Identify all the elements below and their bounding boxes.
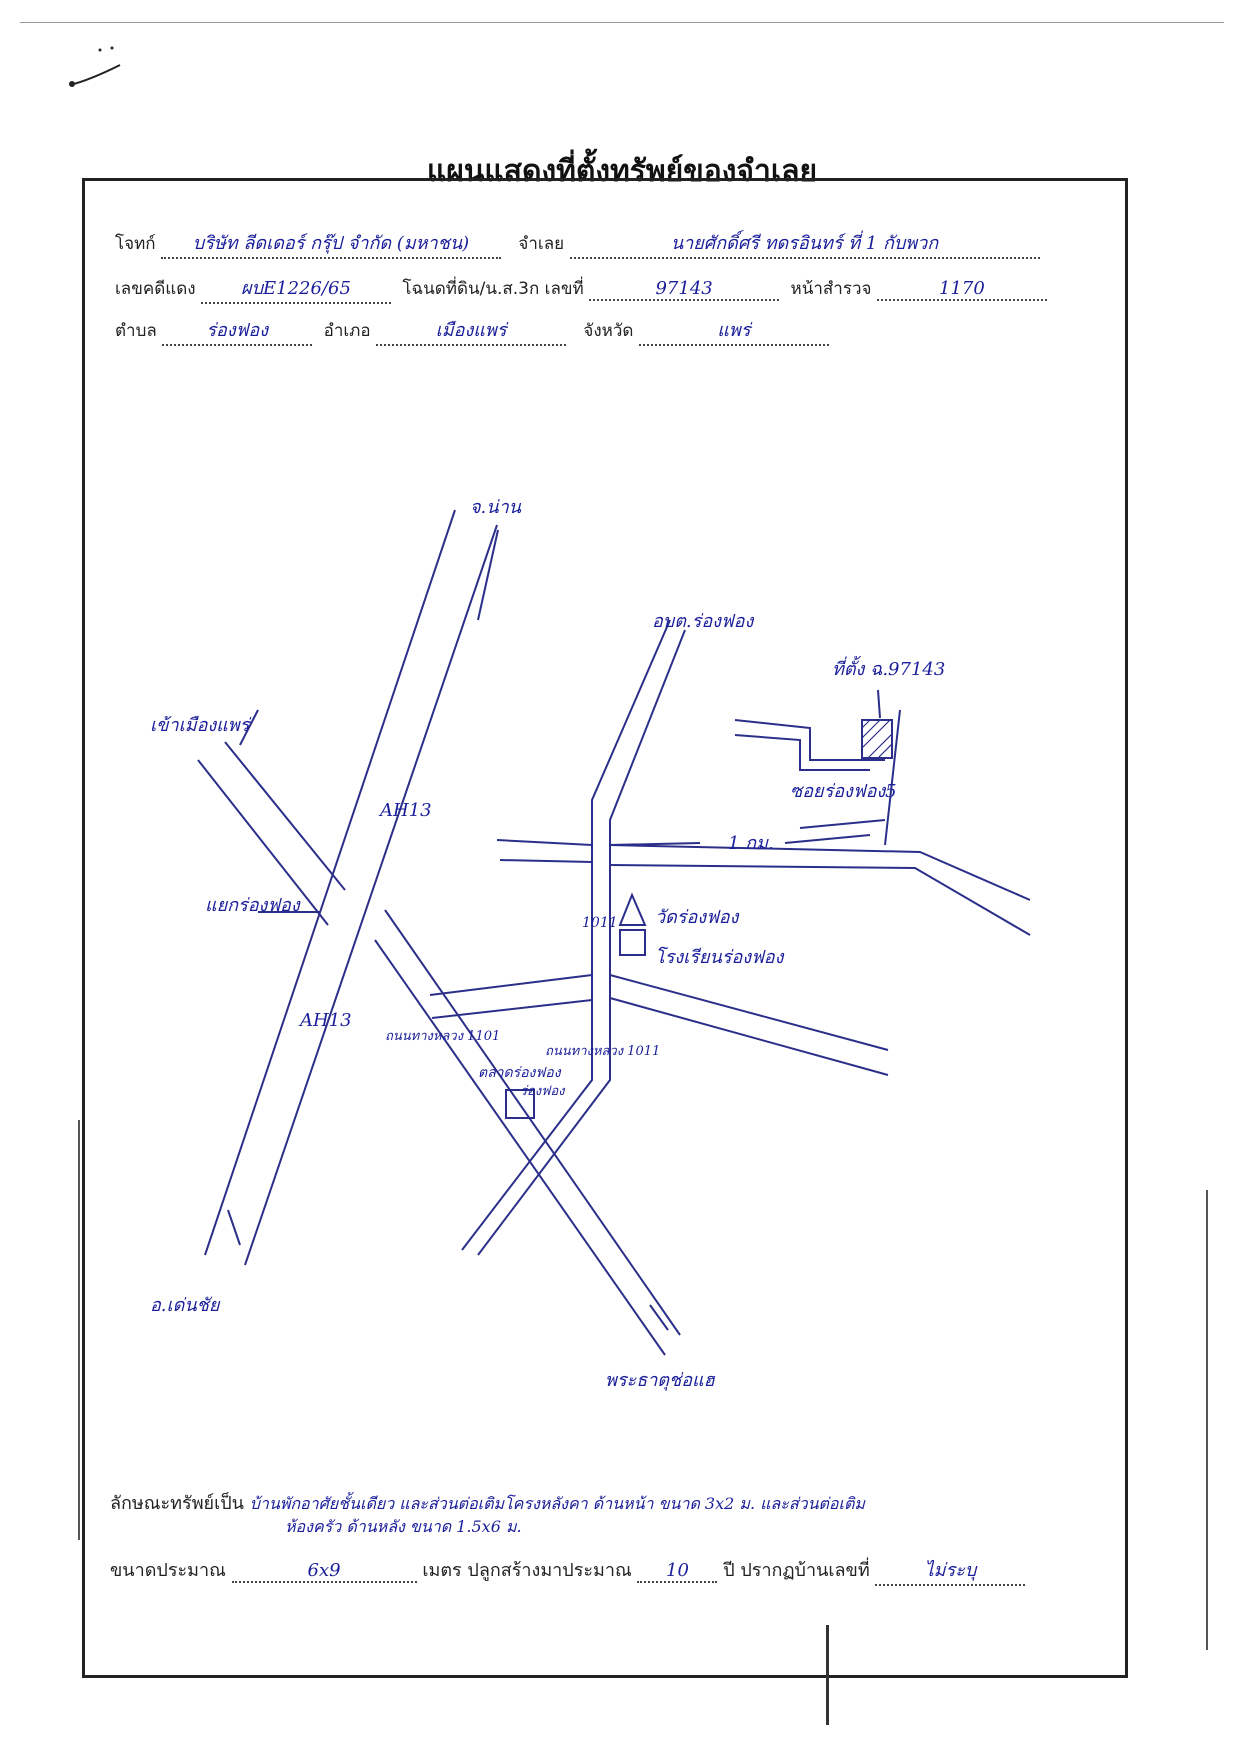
label-den-chai: อ.เด่นชัย (150, 1295, 220, 1316)
label-school: โรงเรียนร่องฟอง (655, 947, 784, 968)
case-number-label: เลขคดีแดง (115, 279, 196, 299)
map-frame (82, 178, 1128, 1678)
school-road-edge-d (609, 997, 889, 1076)
survey-value: 1170 (876, 278, 1047, 301)
ew-road-edge-a (496, 839, 593, 846)
label-market-sub: ร่องฟอง (520, 1084, 565, 1099)
district-value: เมืองแพร่ (376, 315, 566, 346)
subdistrict-value: ร่องฟอง (162, 315, 313, 346)
muang-road-edge-b (224, 741, 346, 891)
property-type-value: บ้านพักอาศัยชั้นเดียว และส่วนต่อเติมโครง… (249, 1494, 865, 1513)
header-row-1: โจทก์ บริษัท ลีดเดอร์ กรุ๊ป จำกัด (มหาชน… (115, 228, 1040, 259)
property-type-label: ลักษณะทรัพย์เป็น (110, 1493, 244, 1514)
label-soi: ซอยร่องฟอง5 (790, 781, 897, 802)
label-ah13-bottom: AH13 (300, 1010, 352, 1031)
ew-road-edge-b (499, 859, 593, 863)
road-1101-edge-b (384, 909, 681, 1336)
label-junction: แยกร่องฟอง (205, 895, 300, 916)
label-road-1101: ถนนทางหลวง 1101 (385, 1029, 501, 1044)
footer-row-1b: ห้องครัว ด้านหลัง ขนาด 1.5x6 ม. (285, 1515, 522, 1540)
distance-arrow-icon (609, 842, 701, 846)
south-arrow-icon (227, 1209, 241, 1246)
district-label: อำเภอ (323, 321, 371, 341)
header-row-2: เลขคดีแดง ผบE1226/65 โฉนดที่ดิน/น.ส.3ก เ… (115, 273, 1047, 304)
ah13-road-edge-left (204, 509, 456, 1256)
soi-edge-a (884, 709, 901, 846)
label-to-muang-phrae: เข้าเมืองแพร่ (150, 715, 250, 736)
label-school-name: อบต.ร่องฟอง (652, 611, 754, 632)
property-arrow-icon (877, 689, 881, 719)
market-icon (505, 1089, 535, 1119)
label-ah13-top: AH13 (380, 800, 432, 821)
scan-edge-line (20, 22, 1224, 23)
label-property-location: ที่ตั้ง ฉ.97143 (832, 659, 946, 680)
temple-icon (618, 892, 647, 926)
property-marker (861, 719, 893, 759)
label-nan: จ.น่าน (470, 497, 521, 518)
school-road-edge-b (431, 999, 593, 1019)
road-1101-edge-a (374, 939, 666, 1356)
property-type-value-2: ห้องครัว ด้านหลัง ขนาด 1.5x6 ม. (285, 1517, 522, 1536)
label-distance: 1 กม. (728, 833, 774, 854)
scan-edge-right (1206, 1190, 1208, 1650)
defendant-value: นายศักดิ์ศรี ทดรอินทร์ ที่ 1 กับพวก (569, 228, 1040, 259)
survey-label: หน้าสำรวจ (790, 279, 872, 299)
soi-edge-b (799, 819, 886, 829)
ah13-road-edge-right (244, 524, 498, 1266)
header-row-3: ตำบล ร่องฟอง อำเภอ เมืองแพร่ จังหวัด แพร… (115, 315, 829, 346)
deed-label: โฉนดที่ดิน/น.ส.3ก เลขที่ (402, 279, 584, 299)
label-road-1011: ถนนทางหลวง 1011 (545, 1044, 661, 1059)
meter-label: เมตร ปลูกสร้างมาประมาณ (422, 1560, 632, 1581)
document-title: แผนแสดงที่ตั้งทรัพย์ของจำเลย (426, 154, 818, 189)
ew-road-edge-d (609, 864, 1031, 936)
school-road-edge-c (609, 974, 889, 1051)
road-1011-edge-b (477, 629, 686, 1256)
subdistrict-label: ตำบล (115, 321, 157, 341)
prathat-arrow-icon (649, 1304, 669, 1331)
label-temple: วัดร่องฟอง (655, 907, 739, 928)
province-value: แพร่ (638, 315, 829, 346)
plaintiff-value: บริษัท ลีดเดอร์ กรุ๊ป จำกัด (มหาชน) (161, 228, 501, 259)
label-prathat: พระธาตุช่อแฮ (605, 1370, 715, 1391)
ew-road-edge-c (609, 844, 1031, 901)
pen-mark-icon (69, 46, 121, 87)
road-1011-edge-a (461, 619, 671, 1251)
deed-value: 97143 (589, 278, 780, 301)
house-no-value: ไม่ระบุ (875, 1555, 1026, 1586)
size-label: ขนาดประมาณ (110, 1560, 226, 1581)
plaintiff-label: โจทก์ (115, 234, 156, 254)
pen-stroke-mark (826, 1625, 829, 1725)
footer-row-1: ลักษณะทรัพย์เป็น บ้านพักอาศัยชั้นเดียว แ… (110, 1488, 865, 1517)
school-road-edge-a (429, 974, 593, 996)
scan-edge-left (78, 1120, 80, 1540)
school-icon (619, 929, 646, 956)
muang-arrow-icon (239, 709, 259, 746)
soi-edge-c (734, 719, 885, 761)
defendant-label: จำเลย (518, 234, 565, 254)
footer-row-2: ขนาดประมาณ 6x9 เมตร ปลูกสร้างมาประมาณ 10… (110, 1555, 1026, 1586)
label-1011-short: 1011 (582, 915, 618, 931)
size-value: 6x9 (231, 1560, 417, 1583)
province-label: จังหวัด (583, 321, 634, 341)
muang-road-edge-a (197, 759, 329, 926)
soi-arrow-icon (784, 834, 871, 844)
years-value: 10 (637, 1560, 718, 1583)
label-market: ตลาดร่องฟอง (478, 1065, 561, 1081)
north-arrow-icon (477, 529, 499, 621)
case-number-value: ผบE1226/65 (200, 273, 391, 304)
soi-edge-d (734, 734, 870, 771)
house-no-label: ปี ปรากฏบ้านเลขที่ (723, 1560, 870, 1581)
